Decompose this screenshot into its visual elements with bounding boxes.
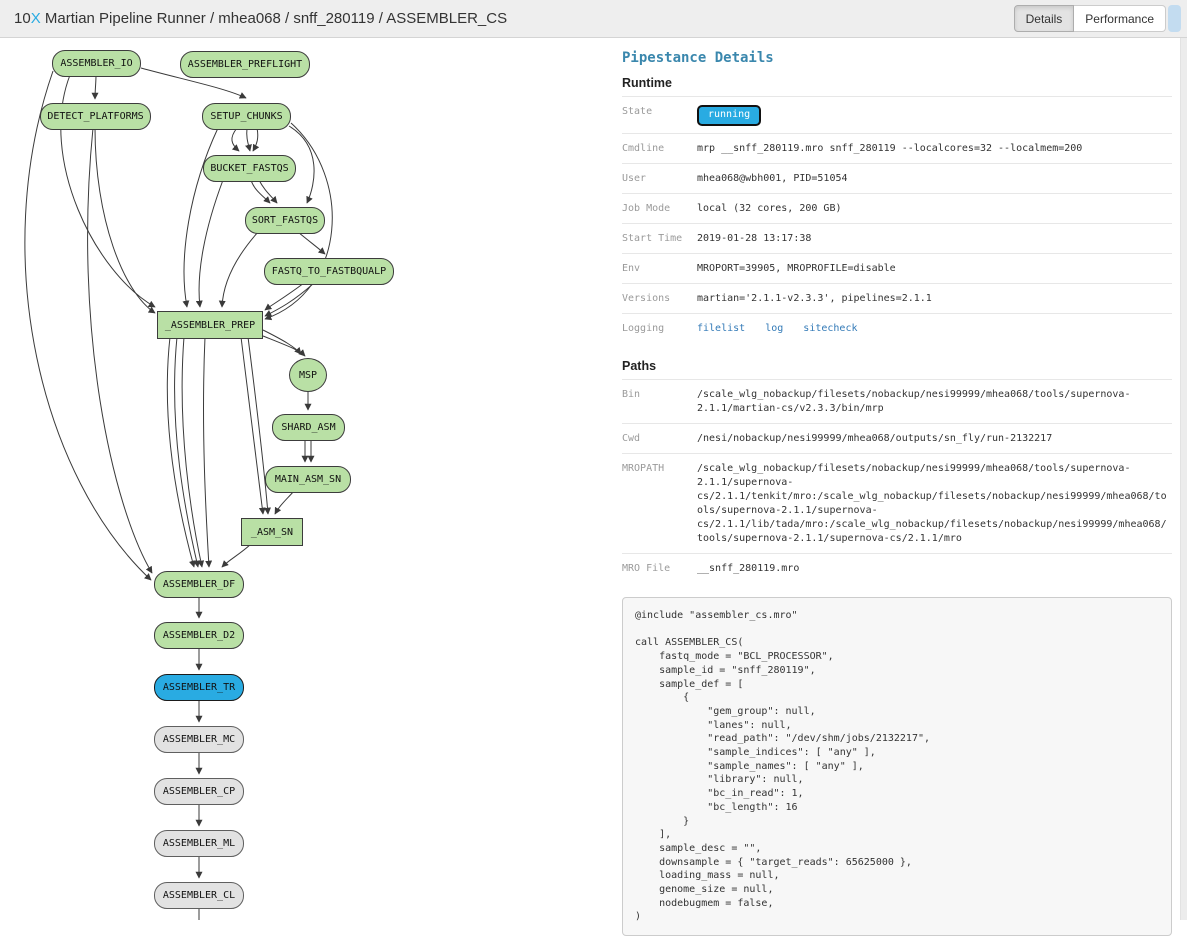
row-job-mode: Job Mode local (32 cores, 200 GB) <box>622 193 1172 224</box>
graph-node-shard-asm[interactable]: SHARD_ASM <box>272 414 345 441</box>
view-tabs: Details Performance <box>1013 5 1166 32</box>
mro-file-label: MRO File <box>622 553 697 583</box>
mropath-value: /scale_wlg_nobackup/filesets/nobackup/ne… <box>697 453 1172 554</box>
graph-node-assembler-mc[interactable]: ASSEMBLER_MC <box>154 726 244 753</box>
cmdline-label: Cmdline <box>622 133 697 164</box>
mropath-label: MROPATH <box>622 453 697 554</box>
breadcrumb: Martian Pipeline Runner / mhea068 / snff… <box>40 10 508 27</box>
row-cmdline: Cmdline mrp __snff_280119.mro snff_28011… <box>622 133 1172 164</box>
paths-table: Bin /scale_wlg_nobackup/filesets/nobacku… <box>622 379 1172 583</box>
graph-node--asm-sn[interactable]: _ASM_SN <box>241 518 303 546</box>
brand-number: 10 <box>14 10 31 27</box>
graph-node-main-asm-sn[interactable]: MAIN_ASM_SN <box>265 466 351 493</box>
row-versions: Versions martian='2.1.1-v2.3.3', pipelin… <box>622 283 1172 314</box>
job-mode-label: Job Mode <box>622 193 697 224</box>
job-mode-value: local (32 cores, 200 GB) <box>697 193 1172 224</box>
graph-node-bucket-fastqs[interactable]: BUCKET_FASTQS <box>203 155 296 182</box>
graph-node-assembler-preflight[interactable]: ASSEMBLER_PREFLIGHT <box>180 51 310 78</box>
env-value: MROPORT=39905, MROPROFILE=disable <box>697 253 1172 284</box>
cwd-label: Cwd <box>622 423 697 454</box>
row-user: User mhea068@wbh001, PID=51054 <box>622 163 1172 194</box>
panel-title: Pipestance Details <box>622 50 774 66</box>
versions-label: Versions <box>622 283 697 314</box>
paths-heading: Paths <box>622 359 657 373</box>
tab-accent-strip <box>1168 5 1181 32</box>
scrollbar[interactable] <box>1180 38 1187 920</box>
graph-node-detect-platforms[interactable]: DETECT_PLATFORMS <box>40 103 151 130</box>
row-mro-file: MRO File __snff_280119.mro <box>622 553 1172 583</box>
details-button[interactable]: Details <box>1013 5 1075 32</box>
row-mropath: MROPATH /scale_wlg_nobackup/filesets/nob… <box>622 453 1172 554</box>
logging-label: Logging <box>622 313 697 343</box>
row-env: Env MROPORT=39905, MROPROFILE=disable <box>622 253 1172 284</box>
row-logging: Logging filelist log sitecheck <box>622 313 1172 343</box>
app-title: 10X Martian Pipeline Runner / mhea068 / … <box>14 10 507 27</box>
graph-edges <box>24 67 333 920</box>
start-time-value: 2019-01-28 13:17:38 <box>697 223 1172 254</box>
filelist-link[interactable]: filelist <box>697 323 746 334</box>
row-bin: Bin /scale_wlg_nobackup/filesets/nobacku… <box>622 379 1172 424</box>
graph-node-setup-chunks[interactable]: SETUP_CHUNKS <box>202 103 291 130</box>
graph-node-assembler-df[interactable]: ASSEMBLER_DF <box>154 571 244 598</box>
graph-node--assembler-prep[interactable]: _ASSEMBLER_PREP <box>157 311 263 339</box>
pipestance-details-panel: Pipestance Details Runtime State running… <box>622 38 1172 936</box>
brand-x: X <box>30 10 41 27</box>
mro-file-value: __snff_280119.mro <box>697 553 1172 583</box>
state-badge: running <box>697 105 762 126</box>
start-time-label: Start Time <box>622 223 697 254</box>
graph-node-assembler-ml[interactable]: ASSEMBLER_ML <box>154 830 244 857</box>
bin-value: /scale_wlg_nobackup/filesets/nobackup/ne… <box>697 379 1172 424</box>
graph-node-assembler-cl[interactable]: ASSEMBLER_CL <box>154 882 244 909</box>
versions-value: martian='2.1.1-v2.3.3', pipelines=2.1.1 <box>697 283 1172 314</box>
sitecheck-link[interactable]: sitecheck <box>803 323 858 334</box>
graph-node-fastq-to-fastbqualp[interactable]: FASTQ_TO_FASTBQUALP <box>264 258 394 285</box>
graph-node-assembler-cp[interactable]: ASSEMBLER_CP <box>154 778 244 805</box>
mro-code-block: @include "assembler_cs.mro" call ASSEMBL… <box>622 597 1172 936</box>
row-cwd: Cwd /nesi/nobackup/nesi99999/mhea068/out… <box>622 423 1172 454</box>
log-link[interactable]: log <box>765 323 784 334</box>
cwd-value: /nesi/nobackup/nesi99999/mhea068/outputs… <box>697 423 1172 454</box>
graph-node-msp[interactable]: MSP <box>289 358 327 392</box>
user-label: User <box>622 163 697 194</box>
pipeline-graph: ASSEMBLER_IO ASSEMBLER_PREFLIGHT DETECT_PL… <box>0 38 612 920</box>
header-bar: 10X Martian Pipeline Runner / mhea068 / … <box>0 0 1187 38</box>
runtime-heading: Runtime <box>622 76 672 90</box>
env-label: Env <box>622 253 697 284</box>
graph-node-sort-fastqs[interactable]: SORT_FASTQS <box>245 207 325 234</box>
row-state: State running <box>622 96 1172 134</box>
state-label: State <box>622 96 697 134</box>
graph-node-assembler-io[interactable]: ASSEMBLER_IO <box>52 50 141 77</box>
runtime-table: State running Cmdline mrp __snff_280119.… <box>622 96 1172 343</box>
cmdline-value: mrp __snff_280119.mro snff_280119 --loca… <box>697 133 1172 164</box>
row-start-time: Start Time 2019-01-28 13:17:38 <box>622 223 1172 254</box>
user-value: mhea068@wbh001, PID=51054 <box>697 163 1172 194</box>
performance-button[interactable]: Performance <box>1074 5 1166 32</box>
bin-label: Bin <box>622 379 697 424</box>
graph-node-assembler-d2[interactable]: ASSEMBLER_D2 <box>154 622 244 649</box>
graph-node-assembler-tr[interactable]: ASSEMBLER_TR <box>154 674 244 701</box>
